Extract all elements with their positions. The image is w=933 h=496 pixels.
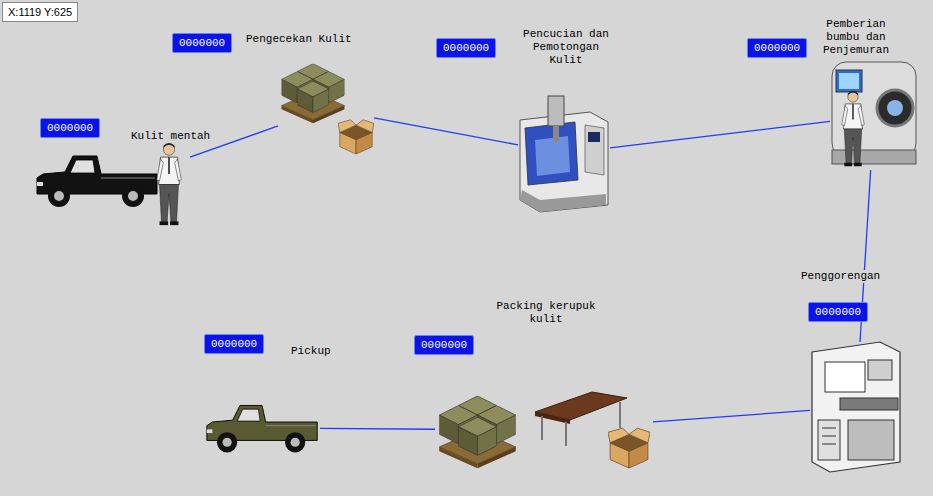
path-segment: [320, 428, 435, 430]
location: Pencucian dan Pemotongan Kulit0000000: [518, 95, 610, 212]
location-label: Kulit mentah: [130, 130, 211, 143]
location: Packing kerupuk kulit0000000: [435, 390, 653, 470]
coordinate-readout: X:1119 Y:625: [2, 2, 78, 22]
location: Penggorengan0000000: [810, 342, 902, 472]
location-label: Packing kerupuk kulit: [485, 300, 607, 326]
location: Pemberian bumbu dan Penjemuran0000000: [830, 62, 918, 170]
location-label: Pickup: [290, 345, 332, 358]
path-segment: [610, 121, 830, 148]
counter-display: 0000000: [808, 302, 868, 322]
counter-display: 0000000: [436, 38, 496, 58]
location-label: Pemberian bumbu dan Penjemuran: [813, 18, 899, 57]
counter-display: 0000000: [40, 118, 100, 138]
location-label: Penggorengan: [800, 270, 881, 283]
counter-display: 0000000: [204, 334, 264, 354]
location: Pickup0000000: [205, 398, 320, 458]
counter-display: 0000000: [414, 335, 474, 355]
location: Pengecekan Kulit0000000: [278, 60, 374, 158]
location: Kulit mentah0000000: [35, 142, 190, 227]
path-segment: [653, 410, 810, 422]
location-label: Pencucian dan Pemotongan Kulit: [520, 28, 612, 67]
path-segment: [374, 118, 518, 145]
counter-display: 0000000: [747, 38, 807, 58]
counter-display: 0000000: [172, 33, 232, 53]
location-label: Pengecekan Kulit: [245, 33, 353, 46]
